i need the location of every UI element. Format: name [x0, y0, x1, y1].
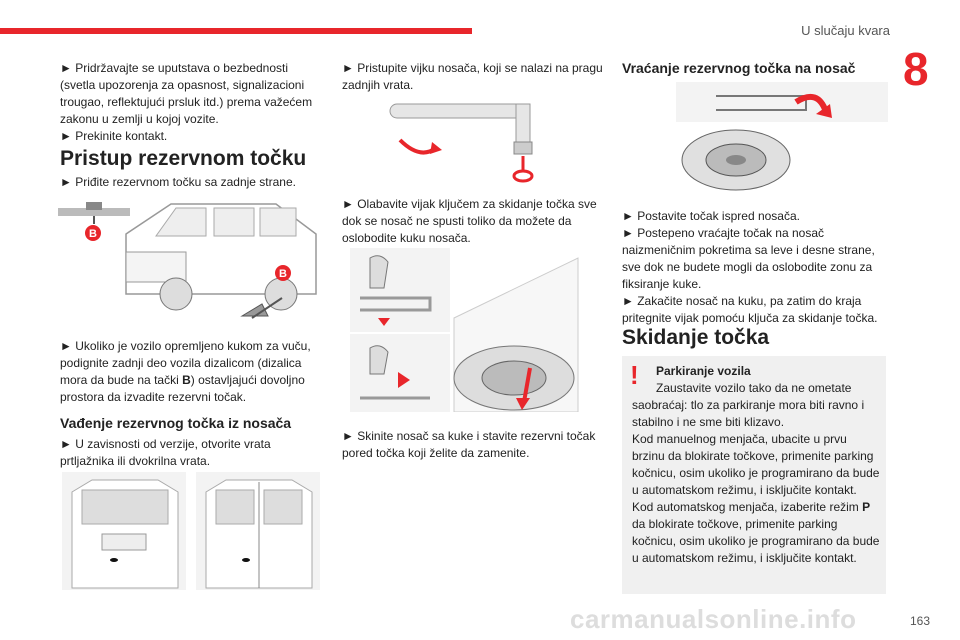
rear-doors-figure [62, 472, 320, 590]
jack-text-c: ) ostavljajući dovoljno prostora da izva… [60, 373, 305, 404]
spare-refit-figure [676, 82, 888, 191]
marker-b-icon-1: B [85, 225, 101, 241]
watermark: carmanualsonline.info [570, 604, 857, 634]
vehicle-jack-figure [58, 202, 317, 319]
chapter-number: 8 [903, 43, 929, 95]
subtitle-remove-spare: Vađenje rezervnog točka iz nosača [60, 415, 292, 431]
marker-b-icon-2: B [275, 265, 291, 281]
jack-text-a: Ukoliko je vozilo opremljeno kukom za vu… [60, 339, 311, 387]
refit-step-3: Zakačite nosač na kuku, pa zatim do kraj… [622, 293, 886, 327]
loosen-bolt-paragraph: Olabavite vijak ključem za skidanje točk… [342, 196, 604, 247]
refit-step-2: Postepeno vraćajte točak na nosač naizme… [622, 225, 886, 293]
remove-carrier-paragraph: Skinite nosač sa kuke i stavite rezervni… [342, 428, 604, 462]
chapter-title: U slučaju kvara [801, 23, 890, 38]
safety-paragraph: Pridržavajte se uputstava o bezbednosti … [60, 60, 322, 128]
warning-icon: ! [630, 360, 639, 390]
note-gear-p: P [862, 500, 871, 514]
col1-intro: Pridržavajte se uputstava o bezbednosti … [60, 60, 322, 145]
section-title-access: Pristup rezervnom točku [60, 147, 307, 170]
note-text-b: da blokirate točkove, primenite parking … [632, 517, 880, 565]
svg-text:B: B [279, 268, 287, 280]
doors-paragraph: U zavisnosti od verzije, otvorite vrata … [60, 436, 322, 470]
parking-note-box: ! Parkiranje vozila Zaustavite vozilo ta… [622, 356, 886, 594]
header-accent-bar [0, 28, 472, 34]
ignition-paragraph: Prekinite kontakt. [60, 128, 322, 145]
note-text-a: Zaustavite vozilo tako da ne ometate sao… [632, 381, 880, 514]
bolt-wrench-figure [389, 103, 534, 183]
page-number: 163 [909, 614, 930, 628]
carrier-release-figure [350, 248, 579, 412]
section-title-remove-wheel: Skidanje točka [622, 326, 770, 349]
col3-refit-steps: Postavite točak ispred nosača. Postepeno… [622, 208, 886, 327]
access-bolt-paragraph: Pristupite vijku nosača, koji se nalazi … [342, 60, 604, 94]
refit-step-1: Postavite točak ispred nosača. [622, 208, 886, 225]
subtitle-refit-spare: Vraćanje rezervnog točka na nosač [622, 60, 856, 76]
note-title: Parkiranje vozila [656, 364, 751, 378]
jack-paragraph: Ukoliko je vozilo opremljeno kukom za vu… [60, 338, 322, 406]
svg-text:B: B [89, 228, 97, 240]
note-body: Zaustavite vozilo tako da ne ometate sao… [632, 380, 882, 567]
approach-paragraph: Priđite rezervnom točku sa zadnje strane… [60, 174, 322, 191]
jack-point-b: B [182, 373, 191, 387]
